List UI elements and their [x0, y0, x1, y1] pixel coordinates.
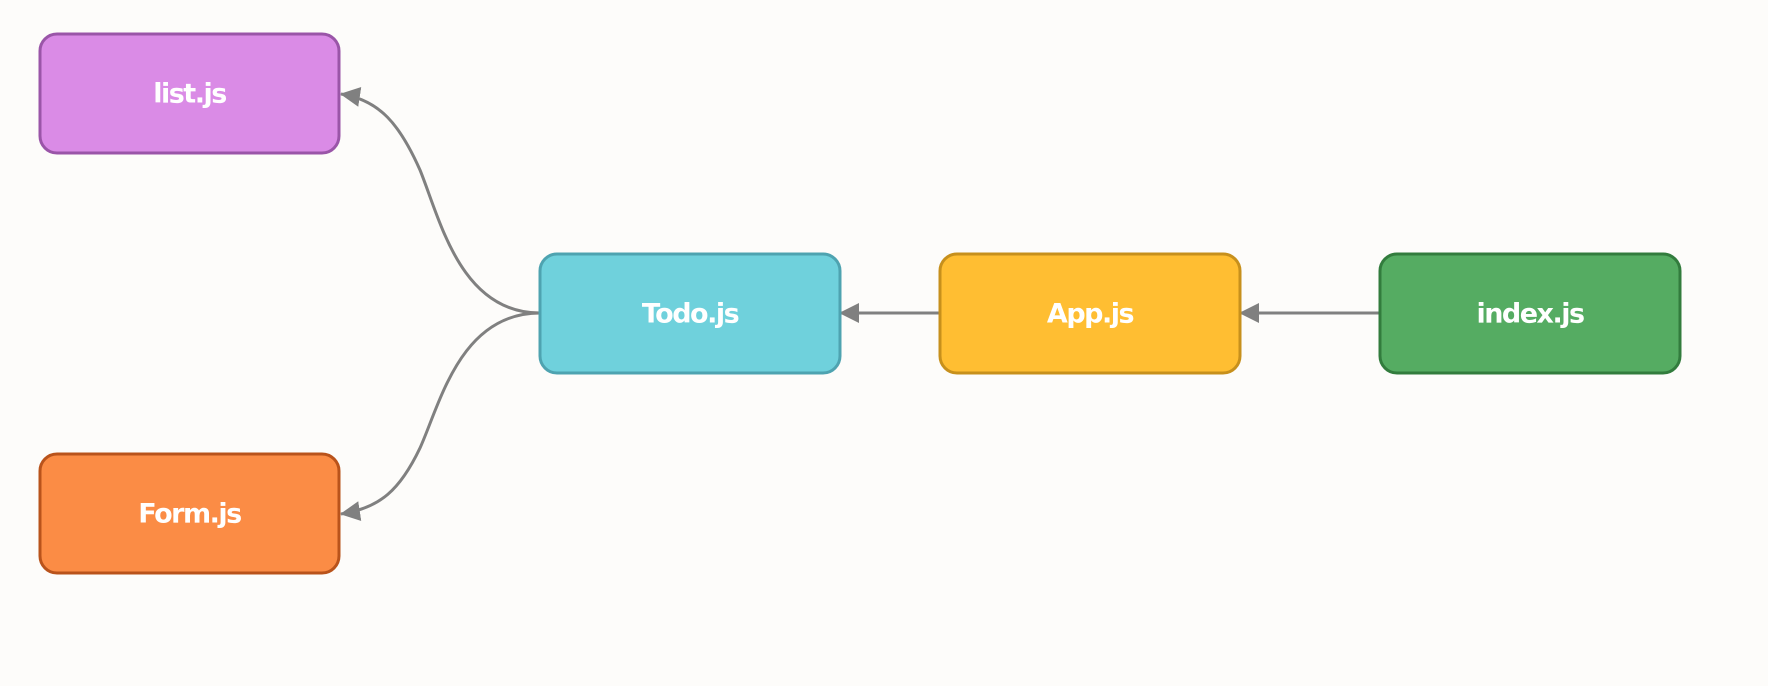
node-todo[interactable]: Todo.js [538, 252, 842, 375]
node-list-box [38, 32, 341, 155]
node-app[interactable]: App.js [938, 252, 1242, 375]
node-todo-box [538, 252, 842, 375]
node-form[interactable]: Form.js [38, 452, 341, 575]
edge-todo-to-form [340, 311, 541, 521]
node-app-box [938, 252, 1242, 375]
node-form-label: Form.js [138, 499, 241, 530]
node-index-label: index.js [1476, 299, 1584, 330]
node-index[interactable]: index.js [1378, 252, 1682, 375]
node-todo-label: Todo.js [642, 299, 739, 330]
node-list-label: list.js [153, 79, 226, 110]
node-list[interactable]: list.js [38, 32, 341, 155]
edge-todo-to-list [340, 87, 541, 315]
node-form-box [38, 452, 341, 575]
node-index-box [1378, 252, 1682, 375]
node-app-label: App.js [1047, 299, 1134, 330]
